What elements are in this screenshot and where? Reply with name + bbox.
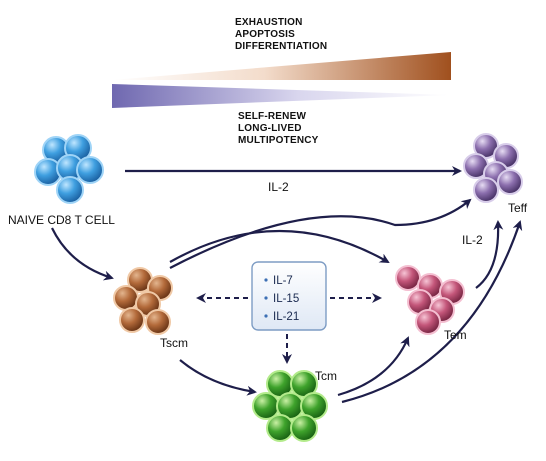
bullet-icon <box>264 278 268 282</box>
differentiation-properties-text: EXHAUSTION APOPTOSIS DIFFERENTIATION <box>235 17 327 52</box>
cytokine-il15: IL-15 <box>273 293 299 305</box>
il2-label-naive-to-teff: IL-2 <box>268 180 289 194</box>
tscm-cell-cluster <box>113 267 173 335</box>
gradient-top-line-2: APOPTOSIS <box>235 29 295 40</box>
arrow-tem-to-teff <box>475 220 504 289</box>
tcm-label: Tcm <box>315 369 337 383</box>
differentiation-gradient-bar <box>112 52 451 80</box>
arrow-naive-to-tscm <box>51 227 114 281</box>
self-renewal-gradient-bar <box>112 84 451 108</box>
gradient-bottom-line-1: SELF-RENEW <box>238 111 306 122</box>
cytokine-box: IL-7 IL-15 IL-21 <box>251 261 327 331</box>
naive-cd8-t-cell-label: NAIVE CD8 T CELL <box>8 213 115 227</box>
cytokine-il21: IL-21 <box>273 311 299 323</box>
arrow-tcm-to-teff <box>341 220 523 404</box>
tem-label: Tem <box>444 328 467 342</box>
arrow-tcm-to-tem <box>337 336 410 397</box>
naive-cd8-t-cell-cluster <box>34 134 104 204</box>
cytokine-il7: IL-7 <box>273 275 293 287</box>
arrows <box>51 166 523 404</box>
gradient-top-line-3: DIFFERENTIATION <box>235 41 327 52</box>
tcm-cell-cluster <box>252 370 328 442</box>
stemness-properties-text: SELF-RENEW LONG-LIVED MULTIPOTENCY <box>238 111 319 146</box>
teff-label: Teff <box>508 201 528 215</box>
gradient-bottom-line-3: MULTIPOTENCY <box>238 135 319 146</box>
bullet-icon <box>264 314 268 318</box>
arrow-tscm-to-teff <box>169 198 472 269</box>
tscm-label: Tscm <box>160 336 188 350</box>
gradient-top-line-1: EXHAUSTION <box>235 17 303 28</box>
gradient-bottom-line-2: LONG-LIVED <box>238 123 302 134</box>
arrow-tscm-to-tcm <box>179 359 257 396</box>
cytokine-arrows <box>196 293 382 364</box>
il2-label-tem-to-teff: IL-2 <box>462 233 483 247</box>
arrow-tscm-to-tem <box>169 229 390 263</box>
bullet-icon <box>264 296 268 300</box>
tem-cell-cluster <box>395 265 465 335</box>
teff-cell-cluster <box>463 133 523 203</box>
